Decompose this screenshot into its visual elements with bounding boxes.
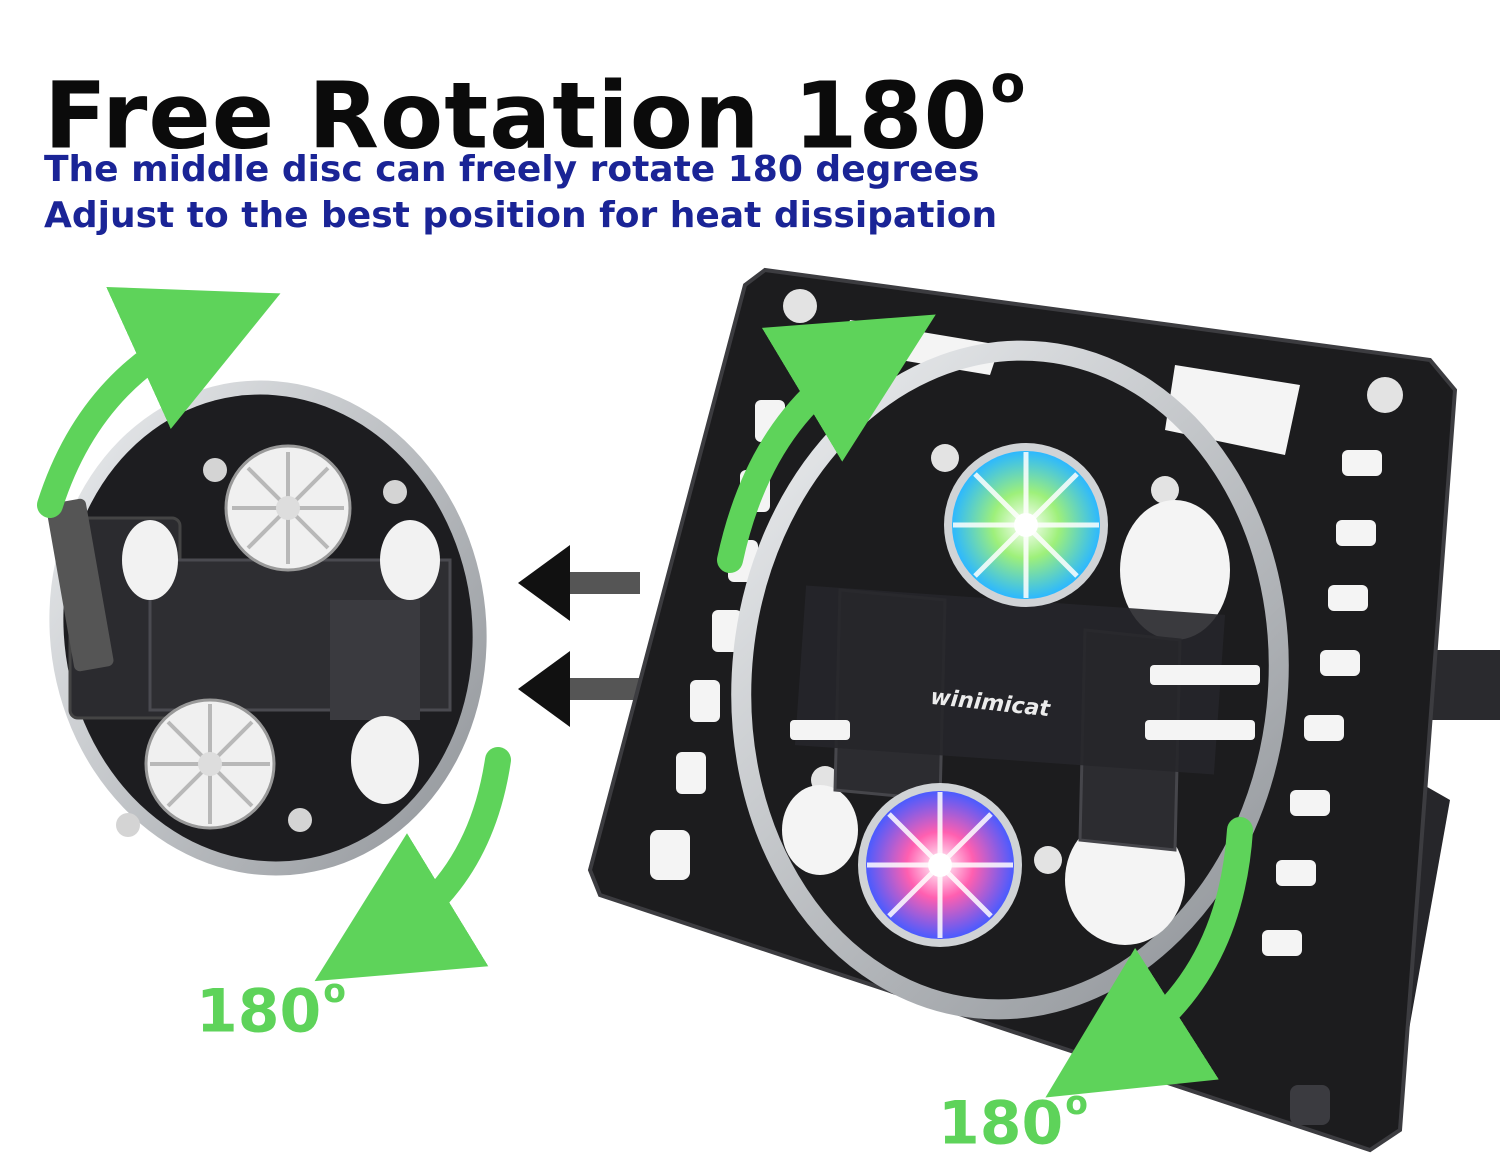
degree-symbol: o [990,55,1027,114]
rotation-arrow-icon [37,287,281,518]
degree-symbol: o [1065,1083,1088,1122]
left-angle-label: 180o [196,956,346,1047]
degree-symbol: o [323,971,346,1010]
description-line-1: The middle disc can freely rotate 180 de… [44,149,980,190]
fan-icon [224,444,352,572]
rotation-arrow-icon [1045,817,1253,1098]
rotating-disc [46,380,487,876]
left-arrow-icon [518,651,640,727]
angle-value: 180 [196,976,322,1047]
laptop-stand: winimicat [587,267,1500,1153]
fan-icon [144,698,276,830]
left-arrow-icon [518,545,640,621]
page-title-text: Free Rotation 180 [44,62,989,170]
angle-value: 180 [938,1088,1064,1159]
fan-icon [944,443,1108,607]
rotation-arrow-icon [717,314,936,573]
right-angle-label: 180o [938,1068,1088,1159]
description-line-2: Adjust to the best position for heat dis… [44,195,998,236]
rotation-arrow-icon [314,747,511,982]
fan-icon [858,783,1022,947]
page-title: Free Rotation 180o [44,30,1026,172]
